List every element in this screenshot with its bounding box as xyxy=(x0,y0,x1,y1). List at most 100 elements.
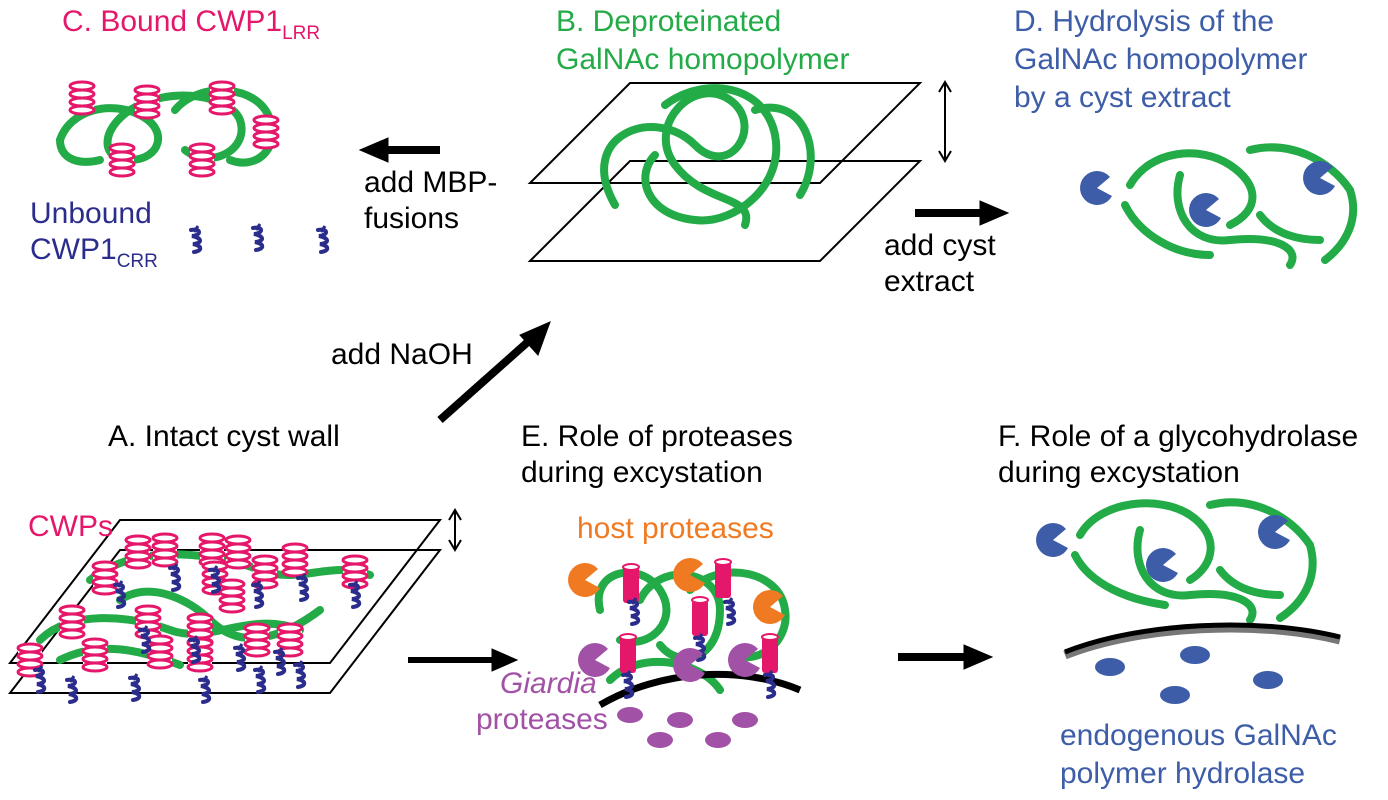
hydrolase-label-line2: polymer hydrolase xyxy=(1060,757,1306,790)
cwp1-crr-helix xyxy=(128,672,142,702)
cwp1-lrr-disc xyxy=(252,114,280,150)
panel-e-title-line1: E. Role of proteases xyxy=(521,420,793,453)
wall-thickness-arrow xyxy=(448,508,462,552)
cwp1-crr-helix xyxy=(723,596,737,626)
cwp-disc xyxy=(151,532,179,568)
panel-f-art xyxy=(1036,498,1342,704)
cwp-disc xyxy=(281,542,309,578)
giardia-proteases-label: proteases xyxy=(476,703,608,736)
cwp-disc xyxy=(186,637,214,673)
plasma-membrane xyxy=(1063,623,1342,660)
cwp1-lrr-disc xyxy=(68,80,96,116)
cwp1-crr-helix xyxy=(168,562,182,592)
cwps-label: CWPs xyxy=(28,510,113,543)
arrow-label-mbp-line2: fusions xyxy=(364,202,460,235)
host-proteases-label: host proteases xyxy=(577,512,774,545)
homopolymer-plane-bottom xyxy=(527,160,923,262)
excystation-proteins xyxy=(568,557,785,748)
giardia-protease-vesicle xyxy=(617,707,643,723)
panel-a-title: A. Intact cyst wall xyxy=(108,420,340,453)
cwp1-crr-helix xyxy=(348,579,362,609)
hydrolase-enzyme xyxy=(1189,192,1221,227)
cwp1-crr-helix xyxy=(763,669,777,699)
host-protease xyxy=(753,589,785,624)
panel-e-art xyxy=(568,557,802,748)
endogenous-hydrolase xyxy=(1095,646,1283,704)
cwp-can xyxy=(714,558,732,599)
unbound-label-line1: Unbound xyxy=(30,197,152,230)
arrow-label-cyst-line2: extract xyxy=(884,265,975,298)
unbound-cwp1-crr xyxy=(189,222,330,254)
cwp-disc xyxy=(224,534,252,570)
cwp1-crr-helix xyxy=(253,664,267,694)
panel-c-art xyxy=(56,80,330,254)
cwp1-crr-helix xyxy=(189,224,203,254)
panel-b-title-line1: B. Deproteinated xyxy=(556,5,782,38)
arrow-label-mbp-line1: add MBP- xyxy=(364,166,498,199)
host-protease xyxy=(568,562,600,597)
cwp1-crr-helix xyxy=(273,646,287,676)
cwp1-lrr-disc xyxy=(108,142,136,178)
cwp-disc xyxy=(81,637,109,673)
cwp-disc xyxy=(146,634,174,670)
panel-b-title-line2: GalNAc homopolymer xyxy=(556,43,850,76)
giardia-protease-vesicle xyxy=(667,712,693,728)
panel-d-title-line2: GalNAc homopolymer xyxy=(1014,43,1308,76)
arrow-label-cyst-line1: add cyst xyxy=(884,229,996,262)
panel-f-title-line1: F. Role of a glycohydrolase xyxy=(998,420,1359,453)
homopolymer-plane-top xyxy=(527,82,923,184)
panel-d-title-line1: D. Hydrolysis of the xyxy=(1014,5,1275,38)
hydrolase-enzyme xyxy=(1146,547,1178,582)
arrow-add-naoh xyxy=(437,337,533,423)
cwp1-crr-helix xyxy=(293,659,307,689)
cwp1-crr-helix xyxy=(33,664,47,694)
cwp1-crr-helix xyxy=(198,674,212,704)
process-arrows xyxy=(358,137,1010,672)
cyst-wall-plane-bottom xyxy=(7,549,443,694)
giardia-protease-vesicle xyxy=(705,732,731,748)
cwp-can xyxy=(622,563,640,604)
cwp1-lrr-disc xyxy=(133,84,161,120)
cwp1-crr-helix xyxy=(65,674,79,704)
panel-d-art xyxy=(1080,143,1358,269)
hydrolase-enzyme xyxy=(1080,170,1112,205)
galnac-homopolymer xyxy=(604,88,811,225)
cwp-disc xyxy=(243,622,271,658)
hydrolase-label-line1: endogenous GalNAc xyxy=(1060,719,1337,752)
cwp-can xyxy=(619,633,637,674)
hydrolase-enzyme xyxy=(1303,160,1335,195)
panel-f-title-line2: during excystation xyxy=(998,456,1240,489)
panel-d-title-line3: by a cyst extract xyxy=(1014,81,1231,114)
cwp1-lrr-disc xyxy=(188,142,216,178)
plane-spacing-arrow xyxy=(938,80,952,163)
arrow-label-naoh: add NaOH xyxy=(331,338,473,371)
cwp1-crr-helix xyxy=(251,579,265,609)
cwp1-crr-helix xyxy=(233,642,247,672)
hydrolysed-polymer xyxy=(1121,143,1358,269)
hydrolase-enzyme xyxy=(1036,522,1068,557)
cwp1-crr-helix xyxy=(627,596,641,626)
giardia-protease-vesicle xyxy=(732,712,758,728)
cwp1-crr-helix xyxy=(251,222,265,252)
panel-a-art xyxy=(7,508,462,704)
cwp-disc xyxy=(218,578,246,614)
hydrolase-enzyme xyxy=(1258,514,1290,549)
panel-e-title-line2: during excystation xyxy=(521,456,763,489)
cwp1-crr-helix xyxy=(316,224,330,254)
unbound-label-line2: CWP1CRR xyxy=(30,233,158,272)
cwp1-crr-helix xyxy=(296,572,310,602)
hydrolysis-polymer xyxy=(1071,498,1317,624)
cwp-disc xyxy=(91,560,119,596)
giardia-label: Giardia xyxy=(500,667,597,700)
cwp1-lrr-disc xyxy=(208,80,236,116)
cyst-wall-plane-top xyxy=(7,519,443,664)
panel-b-art xyxy=(527,80,952,262)
cwp-can xyxy=(761,633,779,674)
panel-c-title: C. Bound CWP1LRR xyxy=(62,5,321,44)
cwp-can xyxy=(691,596,709,637)
giardia-protease-vesicle xyxy=(647,732,673,748)
cwp-disc xyxy=(124,534,152,570)
cwp-disc xyxy=(58,604,86,640)
